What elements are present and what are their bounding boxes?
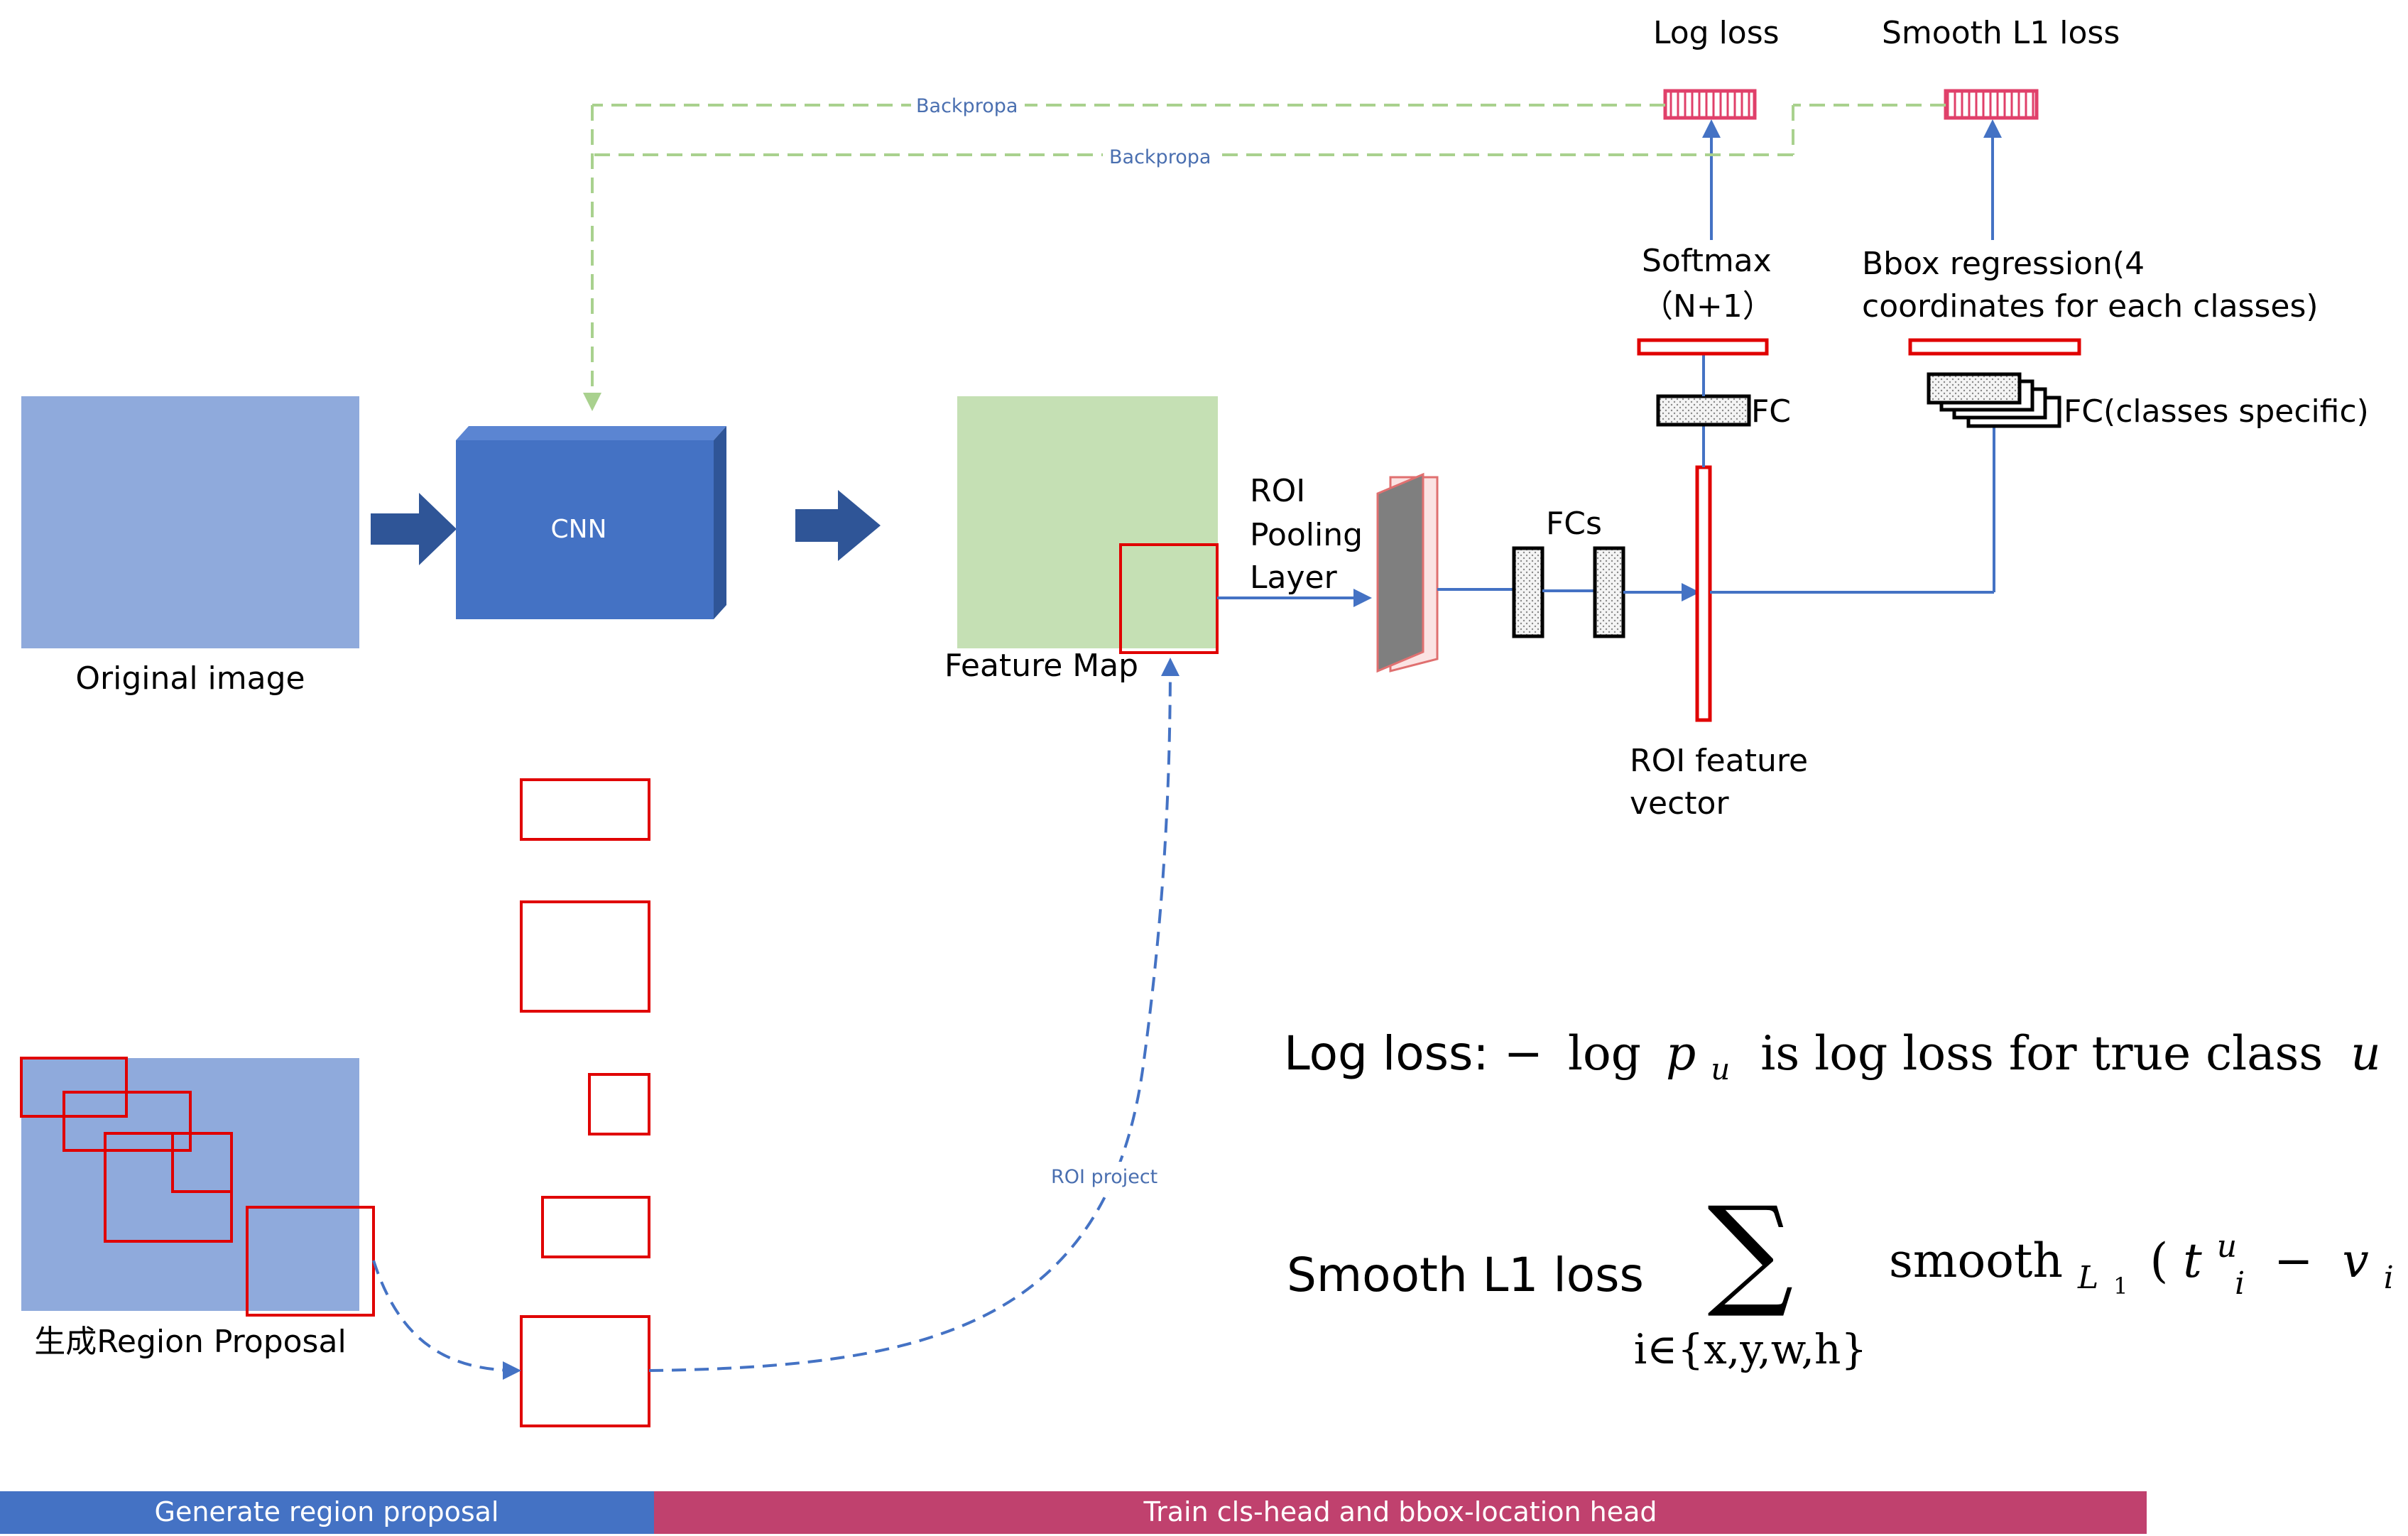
backpropa-label-2: Backpropa bbox=[1109, 146, 1211, 168]
roi-project-label-bg bbox=[1042, 1162, 1165, 1190]
log-loss-formula-p: p bbox=[1666, 1026, 1696, 1081]
smooth-v-sub: i bbox=[2384, 1260, 2394, 1296]
roi-feature-label-2: vector bbox=[1630, 785, 1729, 822]
original-image-label: Original image bbox=[75, 660, 305, 697]
sum-subscript: i∈{x,y,w,h} bbox=[1634, 1325, 1868, 1373]
smooth-t: t bbox=[2183, 1233, 2202, 1288]
roi-feature-label-1: ROI feature bbox=[1630, 743, 1808, 779]
svg-text:Log loss: − log: Log loss: − log p u is log loss for true… bbox=[1284, 1026, 2381, 1091]
softmax-label-1: Softmax bbox=[1642, 243, 1772, 279]
smooth-minus: − bbox=[2274, 1233, 2313, 1288]
feature-map-label: Feature Map bbox=[944, 648, 1138, 684]
log-loss-box bbox=[1663, 89, 1757, 120]
bbox-regression-label-2: coordinates for each classes) bbox=[1862, 288, 2319, 325]
thick-arrow-1 bbox=[371, 493, 457, 565]
log-loss-formula-text: is log loss for true class bbox=[1760, 1026, 2323, 1081]
bottom-bar-left-label: Generate region proposal bbox=[155, 1496, 499, 1527]
smooth-args-open: ( bbox=[2150, 1233, 2169, 1288]
backpropa-label-1: Backpropa bbox=[916, 95, 1018, 117]
original-image bbox=[21, 396, 359, 648]
log-loss-formula-u: u bbox=[2350, 1026, 2381, 1081]
softmax-label-2: （N+1） bbox=[1642, 288, 1774, 325]
fcs-label: FCs bbox=[1546, 506, 1602, 542]
bottom-bar-right-label: Train cls-head and bbox-location head bbox=[1143, 1496, 1657, 1527]
fc-layer-2 bbox=[1593, 546, 1625, 638]
smooth-sub-index: 1 bbox=[2113, 1273, 2128, 1300]
log-loss-formula-log: log bbox=[1568, 1026, 1641, 1081]
smooth-l1-loss-box bbox=[1944, 89, 2039, 120]
softmax-output bbox=[1637, 338, 1769, 356]
smooth-l1-formula: Smooth L1 loss ∑ i∈{x,y,w,h} smooth L 1 … bbox=[1287, 1181, 2408, 1373]
smooth-word: smooth bbox=[1889, 1233, 2063, 1288]
cls-fc-label: FC bbox=[1751, 393, 1791, 430]
backpropa-label-1-bg bbox=[911, 92, 1025, 118]
log-loss-formula: Log loss: − log p u is log loss for true… bbox=[1284, 1026, 2381, 1091]
region-proposal-label: 生成Region Proposal bbox=[34, 1324, 346, 1360]
log-loss-formula-minus: − bbox=[1504, 1026, 1543, 1081]
cnn-block: CNN bbox=[456, 426, 726, 619]
log-loss-label: Log loss bbox=[1653, 15, 1780, 51]
proposal-crops bbox=[520, 778, 650, 1427]
backpropa-label-2-bg bbox=[1103, 142, 1216, 168]
smooth-t-sup: u bbox=[2217, 1229, 2237, 1265]
bottom-bar-right bbox=[654, 1491, 2147, 1534]
roi-pooling-label-1: ROI bbox=[1250, 473, 1305, 509]
bbox-fc-label: FC(classes specific) bbox=[2064, 393, 2369, 430]
sum-symbol: ∑ bbox=[1707, 1181, 1793, 1322]
smooth-sub-l: L bbox=[2077, 1260, 2098, 1296]
bbox-regression-label-1: Bbox regression(4 bbox=[1862, 246, 2145, 282]
feature-map bbox=[957, 396, 1218, 648]
log-loss-formula-prefix: Log loss: bbox=[1284, 1026, 1489, 1081]
smooth-v: v bbox=[2342, 1233, 2368, 1288]
roi-project-label: ROI project bbox=[1051, 1166, 1157, 1188]
backprop-lines bbox=[583, 104, 1946, 411]
bbox-regression-output bbox=[1908, 338, 2081, 356]
roi-pooling-label-3: Layer bbox=[1250, 560, 1338, 596]
thick-arrow-2 bbox=[795, 490, 881, 561]
roi-feature-vector bbox=[1695, 465, 1712, 722]
cnn-label: CNN bbox=[551, 515, 607, 544]
roi-pooling-label-2: Pooling bbox=[1250, 517, 1363, 553]
roi-pooling-layer bbox=[1376, 472, 1439, 673]
bbox-fc-stack bbox=[1927, 372, 2061, 428]
smooth-l1-loss-label: Smooth L1 loss bbox=[1882, 15, 2120, 51]
svg-text:smooth L 1 (: smooth L 1 ( t u i − v i ), bbox=[1889, 1214, 2408, 1305]
smooth-t-sub: i bbox=[2235, 1265, 2245, 1302]
log-loss-formula-u-sub: u bbox=[1711, 1052, 1730, 1086]
roi-project-curve bbox=[648, 658, 1180, 1372]
smooth-l1-formula-prefix: Smooth L1 loss bbox=[1287, 1248, 1644, 1302]
dashed-arrow-proposal-to-crop bbox=[372, 1260, 521, 1380]
fc-layer-1 bbox=[1512, 546, 1545, 638]
bottom-bar-left bbox=[0, 1491, 654, 1534]
cls-fc-layer bbox=[1656, 394, 1751, 427]
